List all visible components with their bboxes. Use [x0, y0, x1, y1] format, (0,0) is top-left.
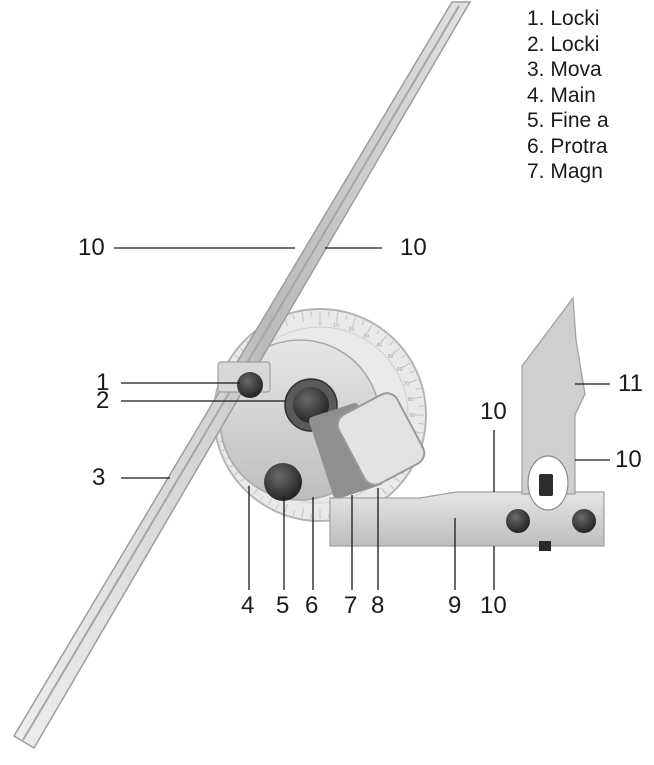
dial-tick	[336, 312, 339, 322]
dial-scale-label: 50	[388, 354, 394, 360]
callout-9: 9	[448, 592, 462, 619]
dial-tick	[292, 510, 295, 516]
dial-scale-label: 80	[408, 397, 414, 403]
dial-tick	[409, 370, 415, 374]
leader-lines	[114, 247, 610, 590]
dial-tick	[345, 314, 348, 320]
legend-item: 5. Fine a	[527, 109, 609, 132]
dial-tick	[376, 329, 380, 335]
dial-tick	[361, 320, 365, 326]
callout-10-top-right: 10	[400, 234, 427, 261]
legend-item: 6. Protra	[527, 134, 608, 158]
callout-4: 4	[241, 592, 255, 619]
dial-tick	[413, 396, 423, 399]
dial-tick	[402, 362, 411, 368]
locking-screw-1	[237, 372, 263, 398]
dial-tick	[389, 341, 394, 346]
dial-tick	[275, 504, 279, 510]
parts-legend: 1. Locki 2. Locki 3. Mova 4. Main 5. Fin…	[527, 6, 609, 185]
dial-tick	[415, 387, 421, 390]
dial-tick	[409, 379, 418, 383]
dial-scale-label: 20	[349, 327, 355, 333]
callout-10-bottom: 10	[480, 592, 507, 619]
dial-tick	[367, 324, 373, 333]
dial-scale-labels: 0 10 20 30 40 50 60 70 80 90	[319, 321, 415, 419]
dial-scale-label: 10	[333, 322, 339, 328]
callout-3: 3	[92, 464, 106, 491]
dial-tick	[267, 497, 273, 506]
legend-item: 1. Locki	[527, 7, 600, 30]
dial-tick	[246, 484, 251, 489]
callout-7: 7	[344, 592, 358, 619]
dial-tick	[380, 335, 388, 343]
dial-scale-label: 30	[363, 333, 369, 339]
magnifier	[336, 392, 426, 486]
dial-tick	[380, 487, 388, 495]
attachment-screw	[539, 474, 553, 496]
dial-scale-label: 0	[319, 321, 322, 327]
fine-adjustment-knob	[264, 463, 302, 501]
dial-tick	[400, 355, 406, 359]
dial-tick	[301, 508, 304, 518]
callout-6: 6	[305, 592, 319, 619]
base-bottom-clip	[539, 541, 551, 551]
dial-scale-label: 70	[404, 382, 410, 388]
locking-nut-2-inner	[293, 387, 329, 423]
callout-8: 8	[371, 592, 385, 619]
base-screw-2	[572, 509, 596, 533]
dial-tick	[301, 312, 304, 322]
dial-tick	[392, 347, 400, 355]
dial-tick	[352, 317, 356, 326]
dial-tick	[284, 504, 288, 513]
dial-tick	[389, 484, 394, 489]
legend-item: 3. Mova	[527, 58, 602, 81]
base-stock	[329, 491, 605, 547]
dial-tick	[260, 495, 264, 501]
dial-scale-label: 60	[397, 367, 403, 373]
dial-scale-label: 40	[376, 343, 382, 349]
legend-item: 2. Locki	[527, 32, 600, 56]
callout-11: 11	[618, 370, 643, 397]
dial-tick	[292, 314, 295, 320]
callout-5: 5	[276, 592, 290, 619]
base-screw-1	[506, 509, 530, 533]
callout-2: 2	[96, 387, 110, 414]
legend-item: 4. Main	[527, 83, 596, 107]
dial-tick	[234, 471, 240, 475]
dial-tick	[234, 355, 240, 359]
legend-item: 7. Magn	[527, 160, 603, 183]
callout-10-mid: 10	[480, 398, 507, 425]
callout-1: 1	[96, 369, 110, 396]
callout-10-top-left: 10	[78, 234, 105, 261]
dial-scale-label: 90	[409, 413, 415, 419]
callout-10-right: 10	[615, 446, 642, 473]
acute-angle-attachment	[521, 296, 586, 495]
